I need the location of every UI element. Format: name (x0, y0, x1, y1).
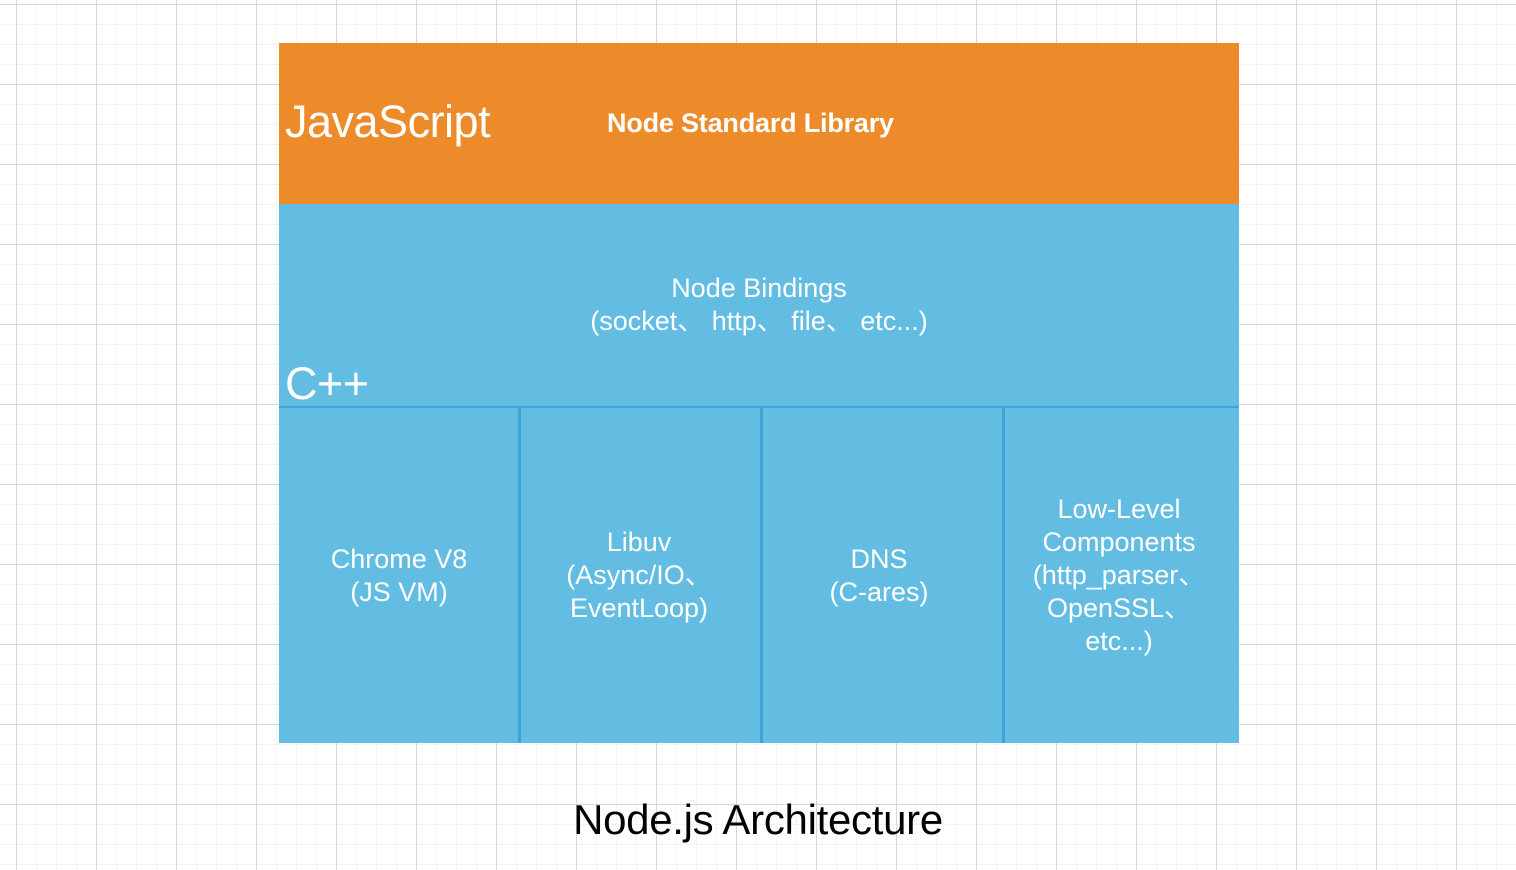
javascript-layer-label: JavaScript (285, 96, 491, 147)
cpp-layer-label: C++ (285, 358, 369, 409)
nodejs-architecture-diagram: JavaScript Node Standard Library Node Bi… (279, 43, 1239, 743)
vertical-divider-2 (760, 407, 763, 743)
component-chrome-v8-label: Chrome V8 (JS VM) (330, 543, 468, 607)
component-dns-label: DNS (C-ares) (829, 543, 929, 607)
component-low-level-label: Low-Level Components (http_parser、 OpenS… (1032, 494, 1206, 656)
component-chrome-v8: Chrome V8 (JS VM) (279, 408, 519, 743)
horizontal-divider (279, 406, 1239, 408)
cpp-components-row: Chrome V8 (JS VM) Libuv (Async/IO、 Event… (279, 408, 1239, 743)
component-low-level: Low-Level Components (http_parser、 OpenS… (999, 408, 1239, 743)
vertical-divider-3 (1002, 407, 1005, 743)
node-bindings-block: Node Bindings (socket、 http、 file、 etc..… (279, 204, 1239, 406)
vertical-divider-1 (518, 407, 521, 743)
javascript-layer (279, 43, 1239, 204)
node-bindings-label: Node Bindings (socket、 http、 file、 etc..… (590, 273, 928, 336)
component-libuv-label: Libuv (Async/IO、 EventLoop) (566, 527, 712, 623)
cpp-layer (279, 204, 1239, 743)
diagram-caption: Node.js Architecture (573, 796, 943, 843)
component-libuv: Libuv (Async/IO、 EventLoop) (519, 408, 759, 743)
node-standard-library-block: Node Standard Library (607, 108, 894, 138)
component-dns: DNS (C-ares) (759, 408, 999, 743)
